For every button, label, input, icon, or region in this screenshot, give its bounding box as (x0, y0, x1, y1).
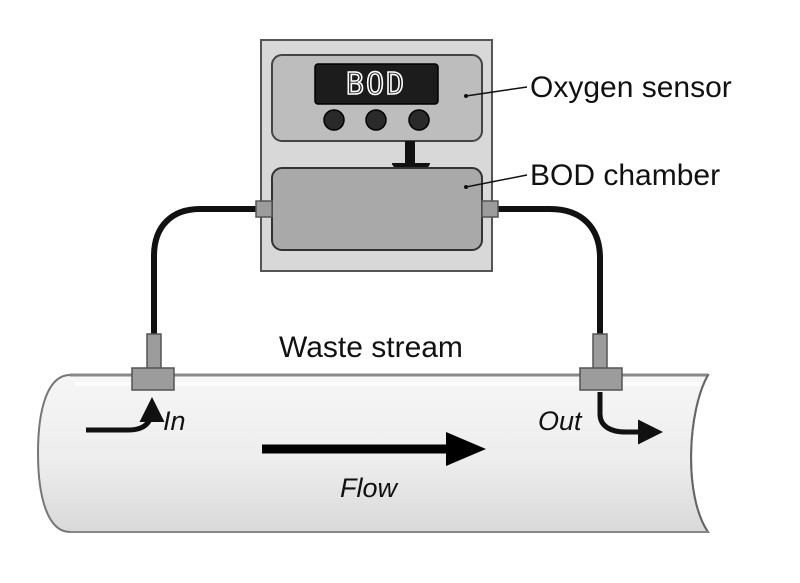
in-label: In (163, 406, 186, 436)
chamber-inlet-port (255, 200, 273, 218)
flow-label: Flow (340, 473, 399, 503)
outlet-arrow (597, 392, 663, 445)
bod-chamber (271, 167, 483, 251)
outlet-connector-fitting (579, 367, 623, 391)
outlet-tube (491, 206, 603, 339)
out-label: Out (538, 406, 583, 436)
sensor-probe-stem (405, 141, 415, 165)
sensor-display-text: BOD (346, 67, 406, 102)
inlet-connector-stem (146, 333, 162, 371)
instrument-housing: BOD (255, 39, 499, 272)
oxygen-sensor-label: Oxygen sensor (530, 71, 732, 104)
sensor-button-right[interactable] (408, 109, 430, 131)
inlet-tube (151, 206, 263, 339)
sensor-display (314, 63, 439, 105)
oxygen-sensor-leader-dot (464, 94, 468, 98)
inlet-connector-fitting (131, 367, 175, 391)
inlet-arrow (86, 397, 165, 433)
waste-stream-label: Waste stream (279, 331, 463, 364)
sensor-button-left[interactable] (323, 109, 345, 131)
outlet-connector-stem (592, 333, 608, 371)
bod-chamber-leader-dot (464, 185, 468, 189)
chamber-outlet-port (481, 200, 499, 218)
sensor-button-middle[interactable] (365, 109, 387, 131)
oxygen-sensor-leader (465, 86, 528, 97)
bod-chamber-label: BOD chamber (530, 159, 720, 192)
pipe-end-opening (690, 374, 709, 533)
bod-chamber-leader (465, 174, 528, 188)
flow-arrow-head (446, 432, 486, 466)
